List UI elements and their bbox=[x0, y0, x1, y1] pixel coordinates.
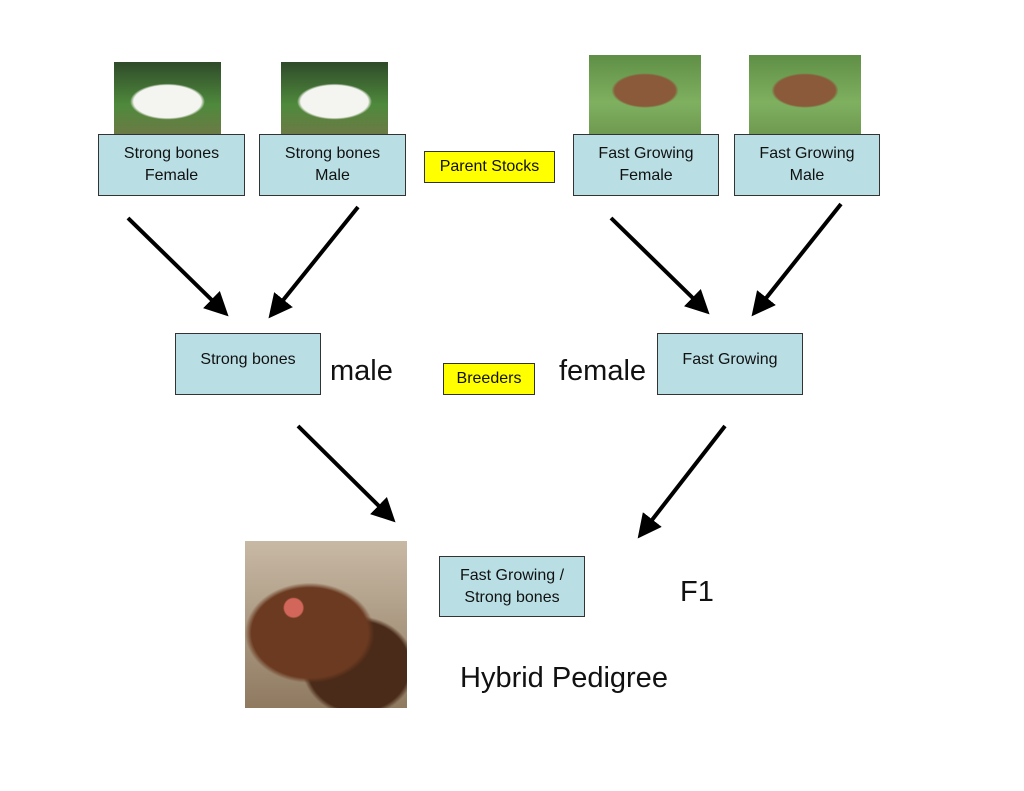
hybrid-hens-photo bbox=[245, 541, 407, 708]
strong-bones-male-box: Strong bones Male bbox=[259, 134, 406, 196]
fast-growing-male-box: Fast Growing Male bbox=[734, 134, 880, 196]
arrow bbox=[296, 424, 396, 523]
male-label: male bbox=[330, 355, 393, 387]
fast-growing-breeder-box: Fast Growing bbox=[657, 333, 803, 395]
breeders-label: Breeders bbox=[443, 363, 535, 395]
arrow bbox=[637, 424, 727, 539]
arrow bbox=[268, 205, 360, 319]
parent-stocks-label: Parent Stocks bbox=[424, 151, 555, 183]
arrow bbox=[609, 216, 710, 315]
fast-growing-male-photo bbox=[749, 55, 861, 134]
f1-hybrid-box: Fast Growing / Strong bones bbox=[439, 556, 585, 617]
arrow bbox=[751, 202, 843, 317]
fast-growing-female-photo bbox=[589, 55, 701, 134]
strong-bones-breeder-box: Strong bones bbox=[175, 333, 321, 395]
hybrid-pedigree-title: Hybrid Pedigree bbox=[460, 662, 668, 694]
f1-label: F1 bbox=[680, 576, 714, 608]
strong-bones-female-photo bbox=[114, 62, 221, 134]
arrow bbox=[126, 216, 229, 317]
female-label: female bbox=[559, 355, 647, 387]
fast-growing-female-box: Fast Growing Female bbox=[573, 134, 719, 196]
strong-bones-female-box: Strong bones Female bbox=[98, 134, 245, 196]
